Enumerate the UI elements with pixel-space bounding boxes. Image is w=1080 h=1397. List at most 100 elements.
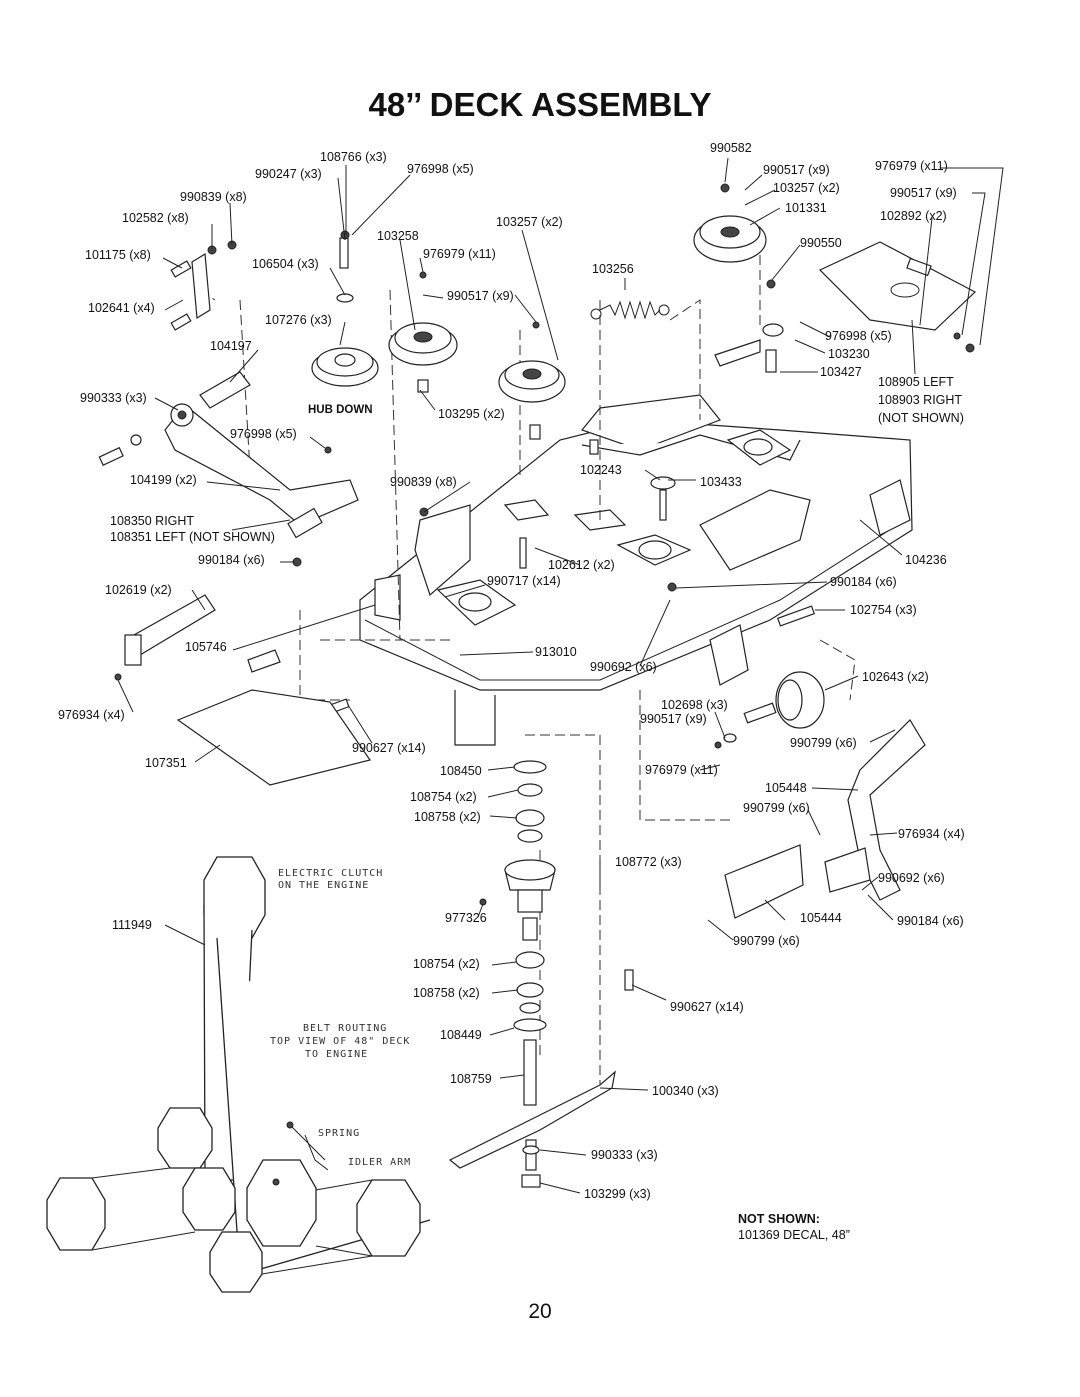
label-104236: 104236 bbox=[905, 553, 947, 567]
label-976998: 976998 (x5) bbox=[407, 162, 474, 176]
gauge-wheel bbox=[714, 671, 825, 749]
label-103295: 103295 (x2) bbox=[438, 407, 505, 421]
label-976979: 976979 (x11) bbox=[645, 763, 718, 777]
not-shown-section: NOT SHOWN: 101369 DECAL, 48” bbox=[738, 1211, 850, 1243]
label-105444: 105444 bbox=[800, 911, 842, 925]
label-990627: 990627 (x14) bbox=[670, 1000, 744, 1014]
part-labels: 108766 (x3) 990247 (x3) 976998 (x5) 9908… bbox=[58, 141, 965, 1201]
label-103257: 103257 (x2) bbox=[496, 215, 563, 229]
label-102243: 102243 bbox=[580, 463, 622, 477]
label-hub-down: HUB DOWN bbox=[308, 404, 373, 416]
label-103427: 103427 bbox=[820, 365, 862, 379]
label-108772: 108772 (x3) bbox=[615, 855, 682, 869]
label-103299: 103299 (x3) bbox=[584, 1187, 651, 1201]
page-title: 48’’ DECK ASSEMBLY bbox=[368, 86, 712, 123]
label-990184: 990184 (x6) bbox=[897, 914, 964, 928]
label-990184: 990184 (x6) bbox=[198, 553, 265, 567]
label-108905: 108905 LEFT bbox=[878, 375, 954, 389]
note-top-view: TOP VIEW OF 48" DECK bbox=[270, 1036, 410, 1047]
label-102582: 102582 (x8) bbox=[122, 211, 189, 225]
pulleys bbox=[311, 215, 767, 403]
label-913010: 913010 bbox=[535, 645, 577, 659]
label-103230: 103230 bbox=[828, 347, 870, 361]
label-108758: 108758 (x2) bbox=[413, 986, 480, 1000]
note-on-the-engine: ON THE ENGINE bbox=[278, 880, 369, 891]
belt-cover bbox=[818, 241, 977, 331]
label-104199: 104199 (x2) bbox=[130, 473, 197, 487]
label-105746: 105746 bbox=[185, 640, 227, 654]
label-990517: 990517 (x9) bbox=[447, 289, 514, 303]
label-111949: 111949 bbox=[112, 918, 152, 932]
label-103258: 103258 bbox=[377, 229, 419, 243]
side-guard bbox=[724, 719, 926, 919]
note-electric-clutch: ELECTRIC CLUTCH bbox=[278, 868, 383, 879]
label-103256: 103256 bbox=[592, 262, 634, 276]
label-990582: 990582 bbox=[710, 141, 752, 155]
label-108754: 108754 (x2) bbox=[413, 957, 480, 971]
label-990550: 990550 bbox=[800, 236, 842, 250]
deck-housing bbox=[359, 394, 913, 746]
label-976998: 976998 (x5) bbox=[230, 427, 297, 441]
label-102643: 102643 (x2) bbox=[862, 670, 929, 684]
label-976998: 976998 (x5) bbox=[825, 329, 892, 343]
label-976979: 976979 (x11) bbox=[423, 247, 496, 261]
note-idler-arm: IDLER ARM bbox=[348, 1157, 411, 1168]
label-990799: 990799 (x6) bbox=[743, 801, 810, 815]
label-990717: 990717 (x14) bbox=[487, 574, 561, 588]
spindle-assembly bbox=[504, 760, 556, 1188]
label-108351: 108351 LEFT (NOT SHOWN) bbox=[110, 530, 275, 544]
label-108903: 108903 RIGHT bbox=[878, 393, 962, 407]
note-to-engine: TO ENGINE bbox=[305, 1049, 368, 1060]
label-990333: 990333 (x3) bbox=[80, 391, 147, 405]
not-shown-item: 101369 DECAL, 48” bbox=[738, 1228, 850, 1242]
label-106504: 106504 (x3) bbox=[252, 257, 319, 271]
label-107276: 107276 (x3) bbox=[265, 313, 332, 327]
label-100340: 100340 (x3) bbox=[652, 1084, 719, 1098]
label-990839: 990839 (x8) bbox=[180, 190, 247, 204]
label-105448: 105448 bbox=[765, 781, 807, 795]
label-990627: 990627 (x14) bbox=[352, 741, 426, 755]
label-102698: 102698 (x3) bbox=[661, 698, 728, 712]
label-103257: 103257 (x2) bbox=[773, 181, 840, 195]
label-107351: 107351 bbox=[145, 756, 187, 770]
label-990692: 990692 (x6) bbox=[590, 660, 657, 674]
label-990333: 990333 (x3) bbox=[591, 1148, 658, 1162]
label-977326: 977326 bbox=[445, 911, 487, 925]
label-102641: 102641 (x4) bbox=[88, 301, 155, 315]
label-108449: 108449 bbox=[440, 1028, 482, 1042]
label-102892: 102892 (x2) bbox=[880, 209, 947, 223]
label-104197: 104197 bbox=[210, 339, 252, 353]
page-number: 20 bbox=[528, 1300, 552, 1323]
label-976934: 976934 (x4) bbox=[898, 827, 965, 841]
label-990247: 990247 (x3) bbox=[255, 167, 322, 181]
label-108758: 108758 (x2) bbox=[414, 810, 481, 824]
label-990517: 990517 (x9) bbox=[763, 163, 830, 177]
label-990799: 990799 (x6) bbox=[790, 736, 857, 750]
label-102619: 102619 (x2) bbox=[105, 583, 172, 597]
hardware-fasteners bbox=[98, 183, 975, 991]
label-108754: 108754 (x2) bbox=[410, 790, 477, 804]
label-108903-note: (NOT SHOWN) bbox=[878, 411, 964, 425]
label-102612: 102612 (x2) bbox=[548, 558, 615, 572]
label-108350: 108350 RIGHT bbox=[110, 514, 194, 528]
spindle-mounting-plates bbox=[436, 429, 792, 626]
label-990184: 990184 (x6) bbox=[830, 575, 897, 589]
label-108759: 108759 bbox=[450, 1072, 492, 1086]
lift-arm-assembly bbox=[124, 371, 359, 666]
label-990692: 990692 (x6) bbox=[878, 871, 945, 885]
label-108450: 108450 bbox=[440, 764, 482, 778]
label-101331: 101331 bbox=[785, 201, 827, 215]
label-976979: 976979 (x11) bbox=[875, 159, 948, 173]
belt-routing-view bbox=[46, 856, 431, 1293]
note-belt-routing: BELT ROUTING bbox=[303, 1023, 387, 1034]
mower-blade bbox=[448, 1070, 616, 1169]
not-shown-header: NOT SHOWN: bbox=[738, 1212, 820, 1226]
label-102754: 102754 (x3) bbox=[850, 603, 917, 617]
callout-leader-lines bbox=[117, 157, 1004, 1194]
label-976934: 976934 (x4) bbox=[58, 708, 125, 722]
label-101175: 101175 (x8) bbox=[85, 248, 151, 262]
label-990517: 990517 (x9) bbox=[640, 712, 707, 726]
tension-spring bbox=[599, 300, 661, 320]
label-990839: 990839 (x8) bbox=[390, 475, 457, 489]
